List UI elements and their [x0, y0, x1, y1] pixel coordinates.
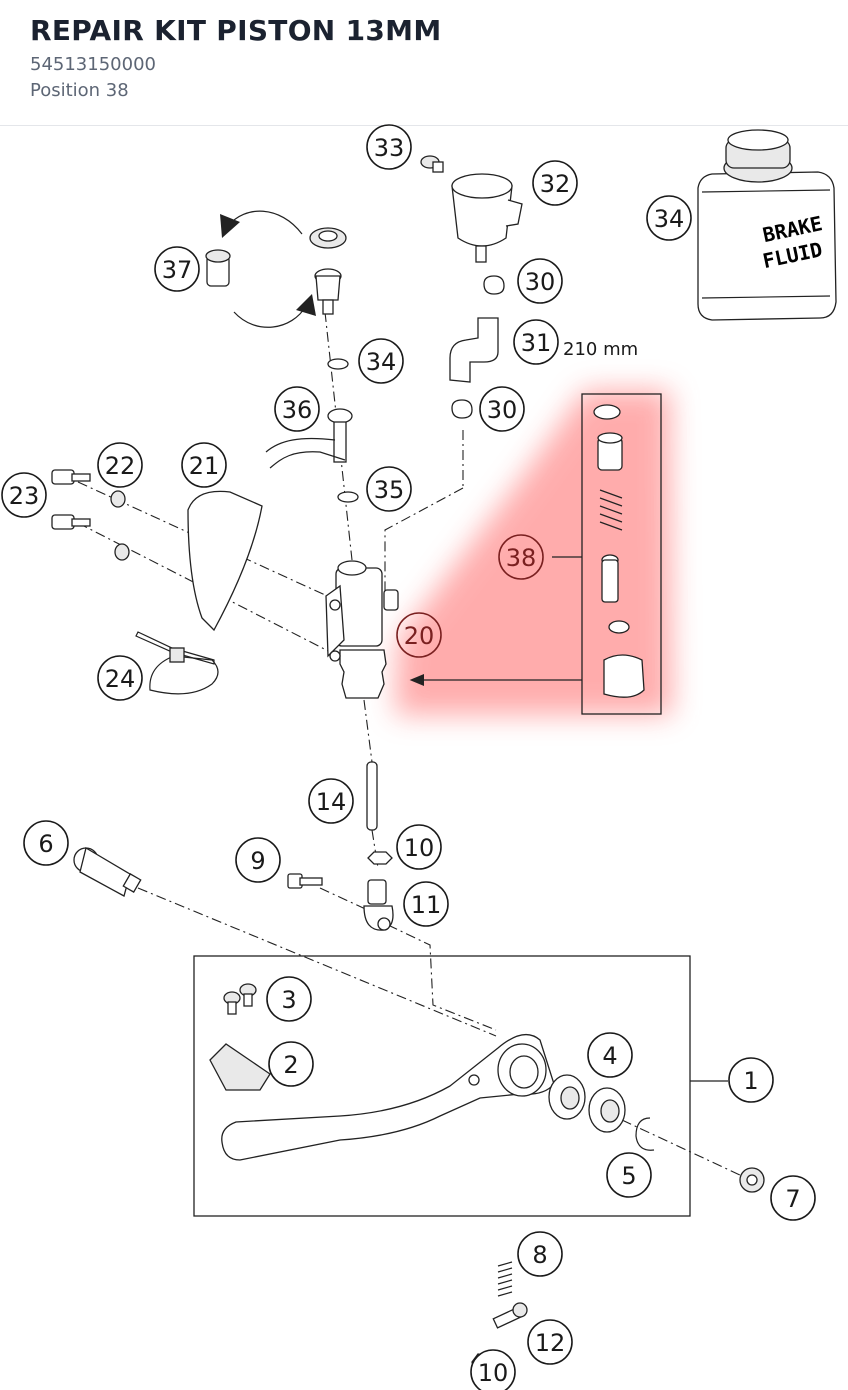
callout-10: 10 [470, 1349, 516, 1390]
callout-35: 35 [366, 466, 412, 512]
brake-fluid-bottle-37: BRAKE FLUID [697, 129, 837, 321]
callout-number: 10 [478, 1359, 509, 1387]
callout-number: 9 [250, 847, 265, 875]
master-cylinder-part-20 [325, 560, 399, 699]
callout-9: 9 [235, 837, 281, 883]
callout-number: 32 [540, 170, 571, 198]
callout-30: 30 [479, 386, 525, 432]
callout-2: 2 [268, 1041, 314, 1087]
highlight-area [395, 390, 672, 715]
callout-10: 10 [396, 824, 442, 870]
callout-6: 6 [23, 820, 69, 866]
callout-23: 23 [1, 472, 47, 518]
callout-number: 37 [162, 256, 193, 284]
callout-number: 24 [105, 665, 136, 693]
callout-number: 22 [105, 452, 136, 480]
callout-number: 4 [602, 1042, 617, 1070]
hose-length-label: 210 mm [563, 339, 638, 360]
callout-11: 11 [403, 881, 449, 927]
callout-12: 12 [527, 1319, 573, 1365]
callout-number: 35 [374, 476, 405, 504]
callout-number: 31 [521, 329, 552, 357]
callout-38: 38 [498, 534, 544, 580]
callout-number: 1 [743, 1067, 758, 1095]
hose-fitting-35 [265, 408, 353, 469]
callout-24: 24 [97, 655, 143, 701]
heel-guard-part-21 [187, 490, 263, 632]
callout-number: 23 [9, 482, 40, 510]
cable-tie-part-24 [135, 631, 219, 695]
callout-number: 8 [532, 1241, 547, 1269]
callout-33: 33 [366, 124, 412, 170]
pedal-assembly-box [193, 955, 691, 1217]
callout-number: 6 [38, 830, 53, 858]
part-header: REPAIR KIT PISTON 13MM 54513150000 Posit… [0, 0, 848, 126]
callout-number: 10 [404, 834, 435, 862]
callout-number: 30 [525, 268, 556, 296]
callout-22: 22 [97, 442, 143, 488]
callout-3: 3 [266, 976, 312, 1022]
callout-21: 21 [181, 442, 227, 488]
part-position: Position 38 [30, 80, 129, 101]
reservoir-nipple [314, 268, 342, 315]
callout-number: 14 [316, 788, 347, 816]
callout-number: 33 [374, 134, 405, 162]
callout-number: 2 [283, 1051, 298, 1079]
callout-number: 20 [404, 622, 435, 650]
callout-5: 5 [606, 1152, 652, 1198]
step-plate-part-2 [209, 1043, 271, 1091]
callout-number: 34 [654, 205, 685, 233]
callout-8: 8 [517, 1231, 563, 1277]
callout-34: 34 [358, 338, 404, 384]
part-title: REPAIR KIT PISTON 13MM [30, 14, 442, 47]
callout-4: 4 [587, 1032, 633, 1078]
callout-number: 30 [487, 396, 518, 424]
callout-30: 30 [517, 258, 563, 304]
callout-36: 36 [274, 386, 320, 432]
callout-7: 7 [770, 1175, 816, 1221]
repair-kit-box-38 [409, 393, 662, 715]
callout-number: 11 [411, 891, 442, 919]
callout-number: 3 [281, 986, 296, 1014]
callout-32: 32 [532, 160, 578, 206]
screw-part-33 [420, 155, 444, 173]
callout-1: 1 [728, 1057, 774, 1103]
reservoir-part-32 [451, 173, 523, 263]
callout-number: 5 [621, 1162, 636, 1190]
clevis-part-11 [363, 879, 394, 931]
callout-37: 37 [154, 246, 200, 292]
callout-number: 21 [189, 452, 220, 480]
pivot-bolt-part-6 [73, 846, 142, 897]
part-number: 54513150000 [30, 54, 156, 75]
callout-20: 20 [396, 612, 442, 658]
callout-number: 38 [506, 544, 537, 572]
callout-number: 12 [535, 1329, 566, 1357]
callout-34: 34 [646, 195, 692, 241]
callout-31: 31 [513, 319, 559, 365]
callout-number: 7 [785, 1185, 800, 1213]
callout-number: 36 [282, 396, 313, 424]
callout-14: 14 [308, 778, 354, 824]
bolt-part-36 [205, 249, 231, 287]
callout-number: 34 [366, 348, 397, 376]
